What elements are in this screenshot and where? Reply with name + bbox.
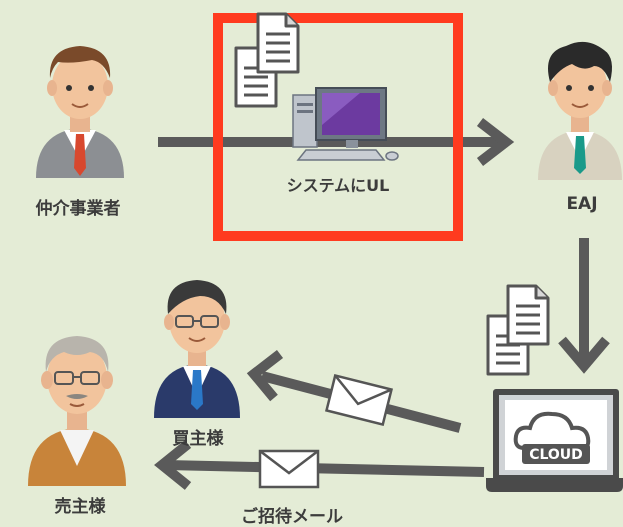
invite-mail-label: ご招待メール xyxy=(241,507,343,527)
cloud-laptop-icon: CLOUD xyxy=(486,389,623,492)
seller-person-icon xyxy=(28,336,126,486)
buyer-label: 買主様 xyxy=(172,429,224,449)
eaj-person-icon xyxy=(538,41,622,180)
envelope-icon xyxy=(325,374,393,426)
document-icon xyxy=(256,12,300,74)
broker-person-icon xyxy=(36,46,124,178)
seller-label: 売主様 xyxy=(54,497,106,517)
arrow-eaj-to-cloud xyxy=(558,238,610,374)
broker-label: 仲介事業者 xyxy=(35,199,121,219)
upload-label: システムにUL xyxy=(286,176,390,195)
cloud-label: CLOUD xyxy=(529,447,583,463)
envelope-icon xyxy=(258,449,320,489)
upload-highlight-box xyxy=(213,13,463,241)
eaj-label: EAJ xyxy=(566,194,598,214)
buyer-person-icon xyxy=(154,280,240,418)
arrow-cloud-to-seller xyxy=(154,440,485,490)
computer-icon xyxy=(292,87,399,161)
document-icon xyxy=(506,284,550,346)
